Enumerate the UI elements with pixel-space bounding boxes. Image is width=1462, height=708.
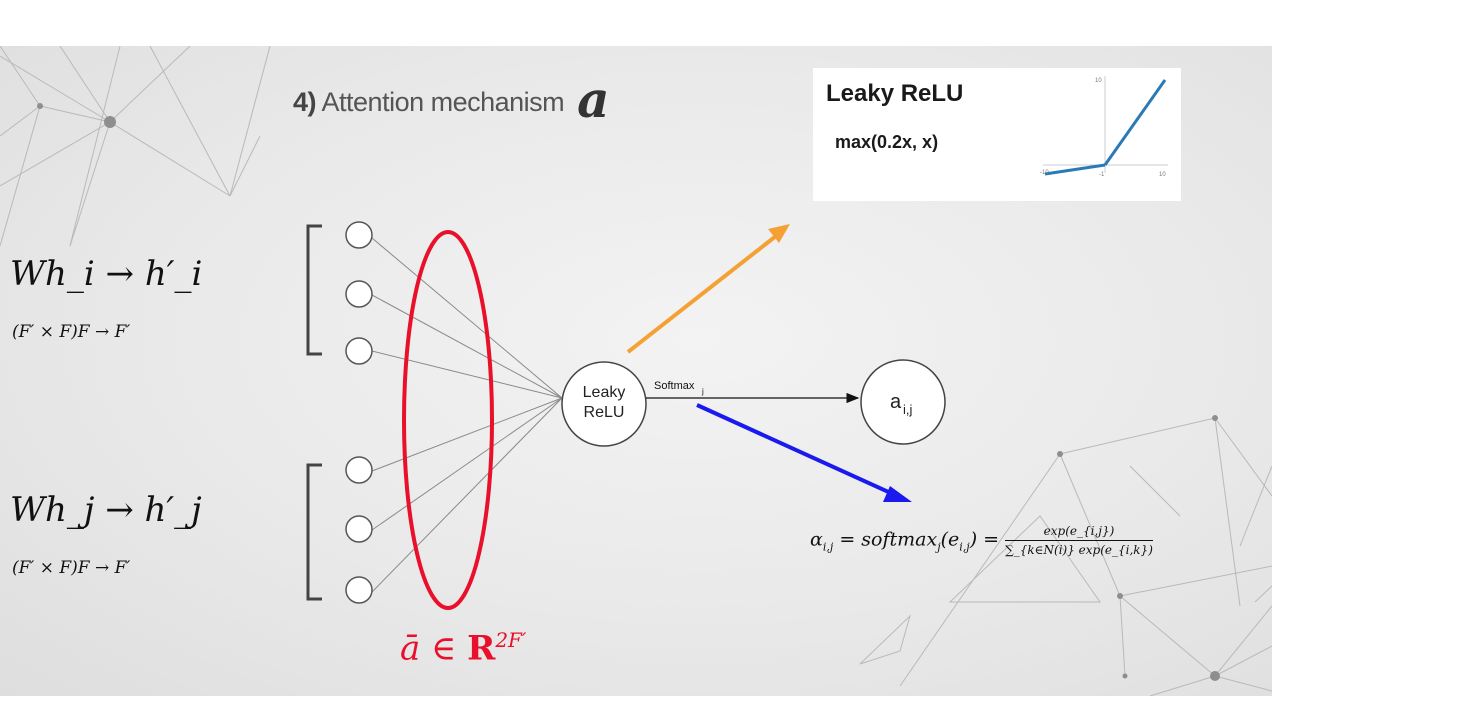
bracket-lower	[306, 463, 322, 601]
leaky-relu-plot: 10 -10 -1 10	[1040, 76, 1168, 178]
plot-tick-x-right: 10	[1159, 172, 1166, 178]
plot-tick-x-mid: -1	[1099, 172, 1105, 178]
blue-arrow	[696, 403, 912, 502]
formula-fraction: exp(e_{i,j}) ∑_{k∈N(i)} exp(e_{i,k})	[1005, 524, 1153, 557]
title-text: Attention mechanism	[321, 87, 565, 117]
orange-arrow	[626, 224, 790, 354]
bracket-upper	[306, 224, 322, 356]
formula-alpha: α	[810, 528, 823, 551]
leaky-relu-formula: max(0.2x, x)	[835, 132, 939, 152]
attention-diagram: Leaky ReLU Softmax j a i,j	[306, 221, 946, 610]
hi-transform-formula: Wh_i → h′_i	[10, 254, 203, 294]
input-node	[345, 221, 373, 249]
softmax-definition-formula: αi,j = softmaxj(ei,j) = exp(e_{i,j}) ∑_{…	[810, 524, 1153, 557]
attention-vector-ellipse	[402, 230, 494, 610]
background-network-decoration	[0, 46, 1272, 696]
input-node	[345, 515, 373, 543]
a-bar-set: R	[467, 628, 496, 669]
a-bar-exponent: 2F′	[495, 628, 527, 652]
slide-title: 4) Attention mechanism a	[293, 64, 610, 129]
softmax-label: Softmax	[654, 380, 695, 392]
a-bar-lhs: ā ∈	[400, 628, 468, 669]
output-node	[860, 359, 946, 445]
formula-numerator: exp(e_{i,j})	[1005, 524, 1153, 541]
input-node	[345, 280, 373, 308]
slide: 4) Attention mechanism a Leaky ReLU max(…	[0, 46, 1272, 696]
output-node-label: a	[890, 391, 902, 413]
hj-dims-formula: (F′ × F)F → F′	[12, 558, 131, 578]
input-node	[345, 456, 373, 484]
leaky-relu-node	[561, 361, 647, 447]
title-symbol: a	[577, 70, 610, 129]
leaky-node-label-1: Leaky	[583, 384, 626, 401]
leaky-relu-title: Leaky ReLU	[826, 80, 964, 107]
leaky-relu-box: Leaky ReLU max(0.2x, x) 10 -10 -1 10	[813, 68, 1181, 201]
input-node	[345, 576, 373, 604]
plot-tick-y-top: 10	[1095, 78, 1102, 84]
plot-tick-x-left: -10	[1040, 170, 1049, 176]
title-number: 4)	[293, 87, 317, 117]
formula-softmax-sub: j	[937, 540, 941, 554]
hj-transform-formula: Wh_j → h′_j	[10, 490, 202, 530]
softmax-subscript: j	[701, 387, 704, 396]
output-node-subscript: i,j	[903, 402, 913, 417]
input-connections	[371, 237, 563, 593]
input-nodes	[345, 221, 373, 604]
formula-arg-sub: i,j	[959, 540, 970, 554]
formula-arg-close: ) =	[969, 528, 1006, 551]
attention-vector-definition: ā ∈ R2F′	[400, 628, 526, 668]
input-node	[345, 337, 373, 365]
hi-dims-formula: (F′ × F)F → F′	[12, 322, 131, 342]
formula-denominator: ∑_{k∈N(i)} exp(e_{i,k})	[1005, 543, 1153, 557]
formula-softmax: = softmax	[833, 528, 938, 551]
leaky-node-label-2: ReLU	[584, 404, 625, 421]
formula-alpha-sub: i,j	[822, 540, 834, 554]
formula-arg: (e	[940, 528, 960, 551]
